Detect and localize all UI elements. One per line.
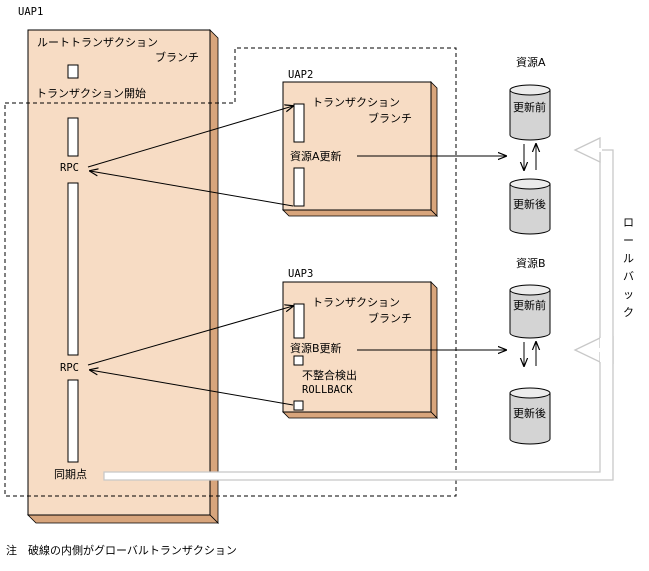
footnote: 注 破線の内側がグローバルトランザクション: [6, 543, 237, 557]
resource-b-before-label: 更新前: [513, 298, 546, 312]
uap1-box: [27, 29, 219, 524]
uap3-box: [282, 281, 438, 419]
rpc-return-arrow-uap2: [90, 171, 294, 207]
uap3-marker-2: [293, 400, 304, 411]
resource-a-before-cylinder: [509, 84, 551, 141]
resource-a-after-cylinder: [509, 178, 551, 235]
uap2-update: 資源A更新: [290, 149, 342, 163]
rollback-label-3: ル: [623, 252, 634, 265]
resource-b-after-cylinder: [509, 387, 551, 445]
uap2-exec-bar-1: [293, 103, 305, 143]
uap2-branch-line2: ブランチ: [368, 111, 412, 125]
uap3-marker-1: [293, 355, 304, 366]
uap1-title: UAP1: [18, 6, 43, 18]
uap1-exec-bar-2: [67, 182, 79, 356]
resource-b-before-cylinder: [509, 284, 551, 339]
uap1-rpc-2: RPC: [60, 362, 79, 374]
rollback-label-6: ク: [623, 306, 634, 319]
resource-b-after-label: 更新後: [513, 406, 546, 420]
uap1-root-branch-line1: ルートトランザクション: [37, 36, 158, 49]
rollback-label-4: バ: [623, 270, 634, 283]
rpc-call-arrow-uap3: [87, 306, 293, 366]
rpc-call-arrow-uap2: [87, 106, 293, 168]
rollback-arrow: [103, 136, 614, 481]
uap1-tx-start: トランザクション開始: [36, 86, 146, 100]
uap1-start-marker: [67, 64, 79, 79]
uap3-branch-line1: トランザクション: [312, 296, 400, 309]
uap1-rpc-1: RPC: [60, 162, 79, 174]
resource-a-before-label: 更新前: [513, 100, 546, 114]
rollback-label-1: ロ: [623, 216, 634, 229]
uap1-exec-bar-3: [67, 379, 79, 463]
uap1-sync-point: 同期点: [54, 468, 87, 481]
rollback-label-5: ッ: [623, 288, 634, 301]
uap3-rollback: ROLLBACK: [302, 384, 353, 396]
uap3-update: 資源B更新: [290, 341, 342, 355]
uap2-title: UAP2: [288, 69, 313, 81]
uap2-branch-line1: トランザクション: [312, 96, 400, 109]
resource-b-title: 資源B: [516, 256, 546, 270]
resource-a-title: 資源A: [516, 55, 546, 69]
uap2-exec-bar-2: [293, 167, 305, 207]
global-transaction-boundary: [4, 47, 457, 497]
uap1-exec-bar-1: [67, 117, 79, 157]
uap2-box: [282, 81, 438, 217]
uap3-branch-line2: ブランチ: [368, 311, 412, 325]
uap1-root-branch-line2: ブランチ: [155, 50, 199, 64]
uap3-title: UAP3: [288, 268, 313, 280]
rollback-label-2: ー: [623, 234, 634, 247]
resource-a-after-label: 更新後: [513, 197, 546, 211]
uap3-mismatch: 不整合検出: [302, 368, 357, 382]
rpc-return-arrow-uap3: [90, 370, 294, 406]
uap3-exec-bar: [293, 303, 305, 339]
